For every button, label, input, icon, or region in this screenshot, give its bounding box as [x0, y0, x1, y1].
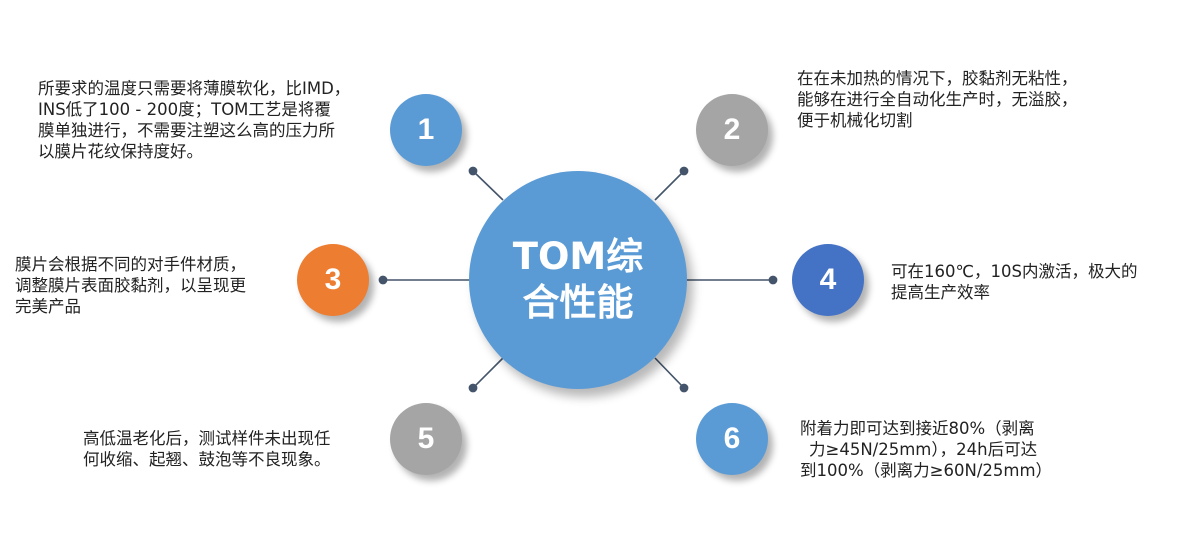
- center-title-line1: TOM综: [512, 235, 644, 278]
- center-title-line2: 合性能: [522, 281, 634, 324]
- node-2-line: 在在未加热的情况下，胶黏剂无粘性，: [797, 69, 1078, 88]
- node-5-line: 高低温老化后，测试样件未出现任: [83, 429, 331, 448]
- node-2-line: 能够在进行全自动化生产时，无溢胶，: [797, 90, 1078, 109]
- node-3-line: 完美产品: [15, 297, 81, 316]
- node-6-line: 力≥45N/25mm），24h后可达: [809, 440, 1038, 459]
- connector-dot-5: [468, 383, 478, 393]
- connector-dot-2: [679, 166, 689, 176]
- connector-dot-4: [768, 275, 778, 285]
- node-6-description: 附着力即可达到接近80%（剥离 力≥45N/25mm），24h后可达 到100%…: [800, 418, 1052, 481]
- node-1-line: 所要求的温度只需要将薄膜软化，比IMD，: [38, 79, 351, 98]
- node-6-line: 附着力即可达到接近80%（剥离: [800, 419, 1035, 438]
- connector-dot-3: [378, 275, 388, 285]
- node-2-circle: 2: [696, 94, 768, 166]
- node-4-line: 可在160℃，10S内激活，极大的: [891, 262, 1138, 281]
- node-1-number: 1: [417, 113, 435, 146]
- node-2-line: 便于机械化切割: [797, 111, 913, 130]
- node-6-circle: 6: [696, 403, 768, 475]
- connector-5: [472, 357, 504, 389]
- node-2-description: 在在未加热的情况下，胶黏剂无粘性， 能够在进行全自动化生产时，无溢胶， 便于机械…: [797, 68, 1078, 131]
- center-circle: TOM综 合性能: [469, 171, 687, 389]
- node-1-line: 膜单独进行，不需要注塑这么高的压力所: [38, 121, 335, 140]
- node-4-circle: 4: [792, 244, 864, 316]
- connector-2: [654, 170, 685, 201]
- node-5-circle: 5: [390, 403, 462, 475]
- node-2-number: 2: [723, 113, 741, 146]
- node-5-description: 高低温老化后，测试样件未出现任 何收缩、起翘、鼓泡等不良现象。: [83, 428, 331, 470]
- node-3-number: 3: [324, 263, 342, 296]
- node-3-line: 膜片会根据不同的对手件材质，: [15, 255, 246, 274]
- node-4-line: 提高生产效率: [891, 283, 990, 302]
- connector-dot-6: [679, 383, 689, 393]
- node-5-line: 何收缩、起翘、鼓泡等不良现象。: [83, 450, 331, 469]
- connector-1: [472, 170, 504, 201]
- node-3-description: 膜片会根据不同的对手件材质， 调整膜片表面胶黏剂，以呈现更 完美产品: [15, 254, 246, 317]
- connector-6: [654, 357, 685, 389]
- node-4-description: 可在160℃，10S内激活，极大的 提高生产效率: [891, 261, 1138, 303]
- node-3-circle: 3: [297, 244, 369, 316]
- node-6-number: 6: [723, 422, 741, 455]
- connector-dot-1: [468, 166, 478, 176]
- node-1-description: 所要求的温度只需要将薄膜软化，比IMD， INS低了100 - 200度；TOM…: [38, 78, 350, 162]
- node-1-line: 以膜片花纹保持度好。: [38, 142, 203, 161]
- node-1-circle: 1: [390, 94, 462, 166]
- node-6-line: 到100%（剥离力≥60N/25mm）: [800, 461, 1053, 480]
- node-5-number: 5: [417, 422, 435, 455]
- node-3-line: 调整膜片表面胶黏剂，以呈现更: [15, 276, 246, 295]
- node-4-number: 4: [819, 263, 837, 296]
- node-1-line: INS低了100 - 200度；TOM工艺是将覆: [38, 100, 331, 119]
